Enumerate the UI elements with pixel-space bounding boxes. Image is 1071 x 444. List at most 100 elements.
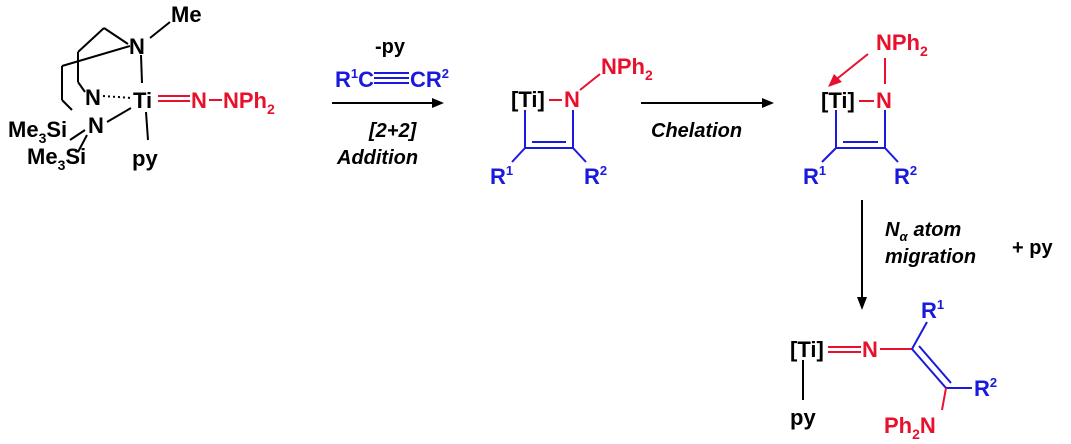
label-py: py — [132, 146, 158, 171]
bond — [103, 27, 129, 45]
arrowhead — [857, 297, 867, 310]
chelation-arrow — [832, 53, 869, 83]
si-text: Si — [46, 117, 67, 142]
arrowhead — [432, 98, 444, 108]
bond — [572, 147, 587, 163]
alpha-sub: α — [899, 229, 908, 244]
nph-sub: 2 — [920, 43, 928, 59]
nph-text: NPh — [223, 88, 267, 113]
dashed-bond — [102, 95, 133, 99]
bond — [140, 54, 143, 84]
product: [Ti] N py R1 R2 Ph2N — [790, 297, 997, 442]
label-r2: R2 — [974, 375, 997, 401]
bond — [579, 73, 601, 91]
r2-sup: 2 — [990, 375, 997, 390]
double-bond — [918, 345, 952, 384]
label-migration: migration — [885, 246, 976, 268]
double-bond — [911, 348, 947, 389]
label-sime3-a: Me3Si — [8, 117, 67, 146]
bond — [61, 45, 131, 67]
label-nph2: NPh2 — [601, 54, 653, 83]
bond — [77, 81, 86, 93]
arrowhead — [828, 74, 842, 87]
label-r2: R2 — [894, 163, 917, 189]
atom-n: N — [564, 87, 580, 112]
c2-text: CR — [410, 67, 442, 92]
r1-text: R — [490, 164, 506, 189]
label-nph2: NPh2 — [876, 30, 928, 59]
me-sub: 3 — [39, 130, 47, 146]
label-alkyne: R1C — [335, 66, 374, 92]
label-r1: R1 — [490, 163, 513, 189]
bond — [106, 107, 132, 123]
bond — [884, 147, 899, 163]
label-chelation: Chelation — [651, 120, 742, 142]
r2-sup: 2 — [910, 163, 917, 178]
r2-sup: 2 — [600, 163, 607, 178]
nph-text: NPh — [601, 54, 645, 79]
r1-text: R — [803, 164, 819, 189]
label-ph2n: Ph2N — [884, 413, 936, 442]
intermediate-1: [Ti] N NPh2 R1 R2 — [490, 54, 653, 189]
intermediate-2: NPh2 [Ti] N R1 R2 — [803, 30, 928, 189]
r2-text: R — [584, 164, 600, 189]
step2-arrow: Chelation — [641, 98, 774, 142]
label-2plus2: [2+2] — [368, 120, 418, 142]
label-ti: [Ti] — [821, 88, 855, 113]
label-sime3-b: Me3Si — [27, 144, 86, 173]
me-text: Me — [27, 144, 58, 169]
atom-n-bot: N — [88, 113, 104, 138]
label-ti: [Ti] — [790, 337, 824, 362]
atom-text: atom — [914, 219, 962, 241]
bond — [69, 129, 86, 141]
r1-sup: 1 — [506, 163, 513, 178]
bond — [61, 99, 73, 111]
bond — [145, 111, 149, 141]
r1-sup: 1 — [351, 66, 358, 81]
me-sub: 3 — [58, 157, 66, 173]
nph-sub: 2 — [267, 101, 275, 117]
r2-text: R — [974, 376, 990, 401]
bond — [911, 321, 928, 350]
label-nph2: NPh2 — [223, 88, 275, 117]
label-plus-py: + py — [1012, 237, 1053, 259]
label-minus-py: -py — [375, 36, 406, 58]
atom-ti: Ti — [133, 88, 152, 113]
r1-text: R — [921, 298, 937, 323]
atom-imido-n: N — [191, 88, 207, 113]
label-ti: [Ti] — [511, 87, 545, 112]
atom-n-top: N — [129, 34, 145, 59]
label-alkyne-cr2: CR2 — [410, 66, 449, 92]
me-text: Me — [8, 117, 39, 142]
atom-n: N — [876, 88, 892, 113]
r1-sup: 1 — [819, 163, 826, 178]
bond — [77, 27, 105, 53]
bond — [77, 134, 88, 153]
n-alpha-text: N — [885, 219, 900, 241]
label-r1: R1 — [803, 163, 826, 189]
ph-sub: 2 — [912, 426, 920, 442]
bond — [511, 147, 526, 163]
label-addition: Addition — [336, 147, 418, 169]
si-text: Si — [65, 144, 86, 169]
atom-n: N — [862, 337, 878, 362]
atom-n-mid: N — [85, 85, 101, 110]
r1-text: R — [335, 67, 351, 92]
nph-sub: 2 — [645, 67, 653, 83]
nph-text: NPh — [876, 30, 920, 55]
label-r2: R2 — [584, 163, 607, 189]
ph-text: Ph — [884, 413, 912, 438]
c1-text: C — [358, 67, 374, 92]
label-py: py — [790, 405, 816, 430]
step1-arrow: -py R1C CR2 [2+2] Addition — [332, 36, 449, 169]
r1-sup: 1 — [937, 297, 944, 312]
arrowhead — [762, 98, 774, 108]
bond — [821, 147, 837, 163]
label-r1: R1 — [921, 297, 944, 323]
bond — [941, 387, 947, 411]
r2-text: R — [894, 164, 910, 189]
